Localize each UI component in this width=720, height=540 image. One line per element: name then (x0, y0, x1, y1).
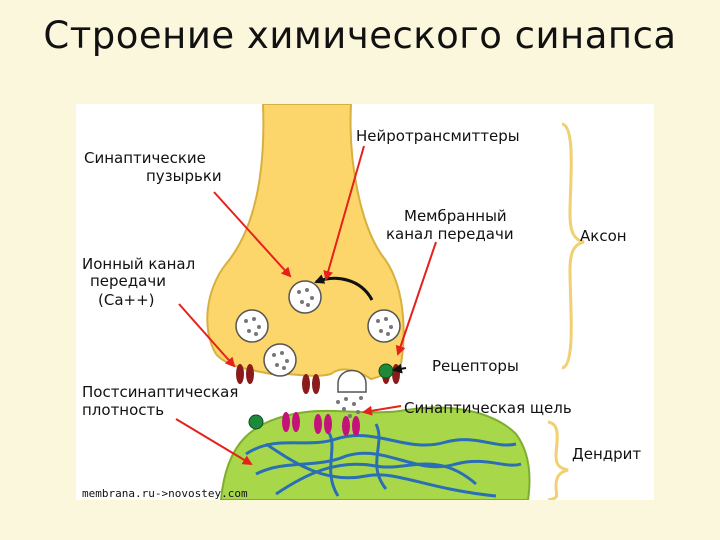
label-ion-channel-1: Ионный канал (82, 255, 196, 273)
slide-title: Строение химического синапса (43, 14, 677, 57)
label-receptors: Рецепторы (432, 357, 519, 375)
label-axon: Аксон (580, 227, 627, 245)
receptors (282, 412, 360, 436)
synaptic-vesicles (235, 280, 401, 418)
synapse-diagram: Синаптические пузырьки Нейротрансмиттеры… (76, 104, 654, 500)
label-postsynaptic-1: Постсинаптическая (82, 383, 239, 401)
synapse-illustration (175, 104, 585, 500)
source-credit: membrana.ru->novostey.com (82, 487, 248, 500)
label-membrane-channel-2: канал передачи (386, 225, 514, 243)
dendrite-body (219, 406, 531, 500)
label-ion-channel-2: передачи (90, 272, 166, 290)
presynaptic-receptor (378, 363, 394, 379)
ion-channels (236, 364, 400, 394)
label-synaptic-cleft: Синаптическая щель (404, 399, 572, 417)
label-vesicles-1: Синаптические (84, 149, 206, 167)
dendrite-brace (547, 420, 569, 500)
label-postsynaptic-2: плотность (82, 401, 165, 419)
postsynaptic-receptor (248, 414, 264, 430)
label-ion-channel-3: (Ca++) (98, 291, 155, 309)
recycle-arrow (314, 274, 374, 301)
label-dendrite: Дендрит (572, 445, 642, 463)
pointer-arrows (175, 145, 437, 466)
label-vesicles-2: пузырьки (146, 167, 222, 185)
axon-brace (561, 122, 585, 370)
label-membrane-channel-1: Мембранный (404, 207, 507, 225)
label-neurotransmitters: Нейротрансмиттеры (356, 127, 520, 145)
